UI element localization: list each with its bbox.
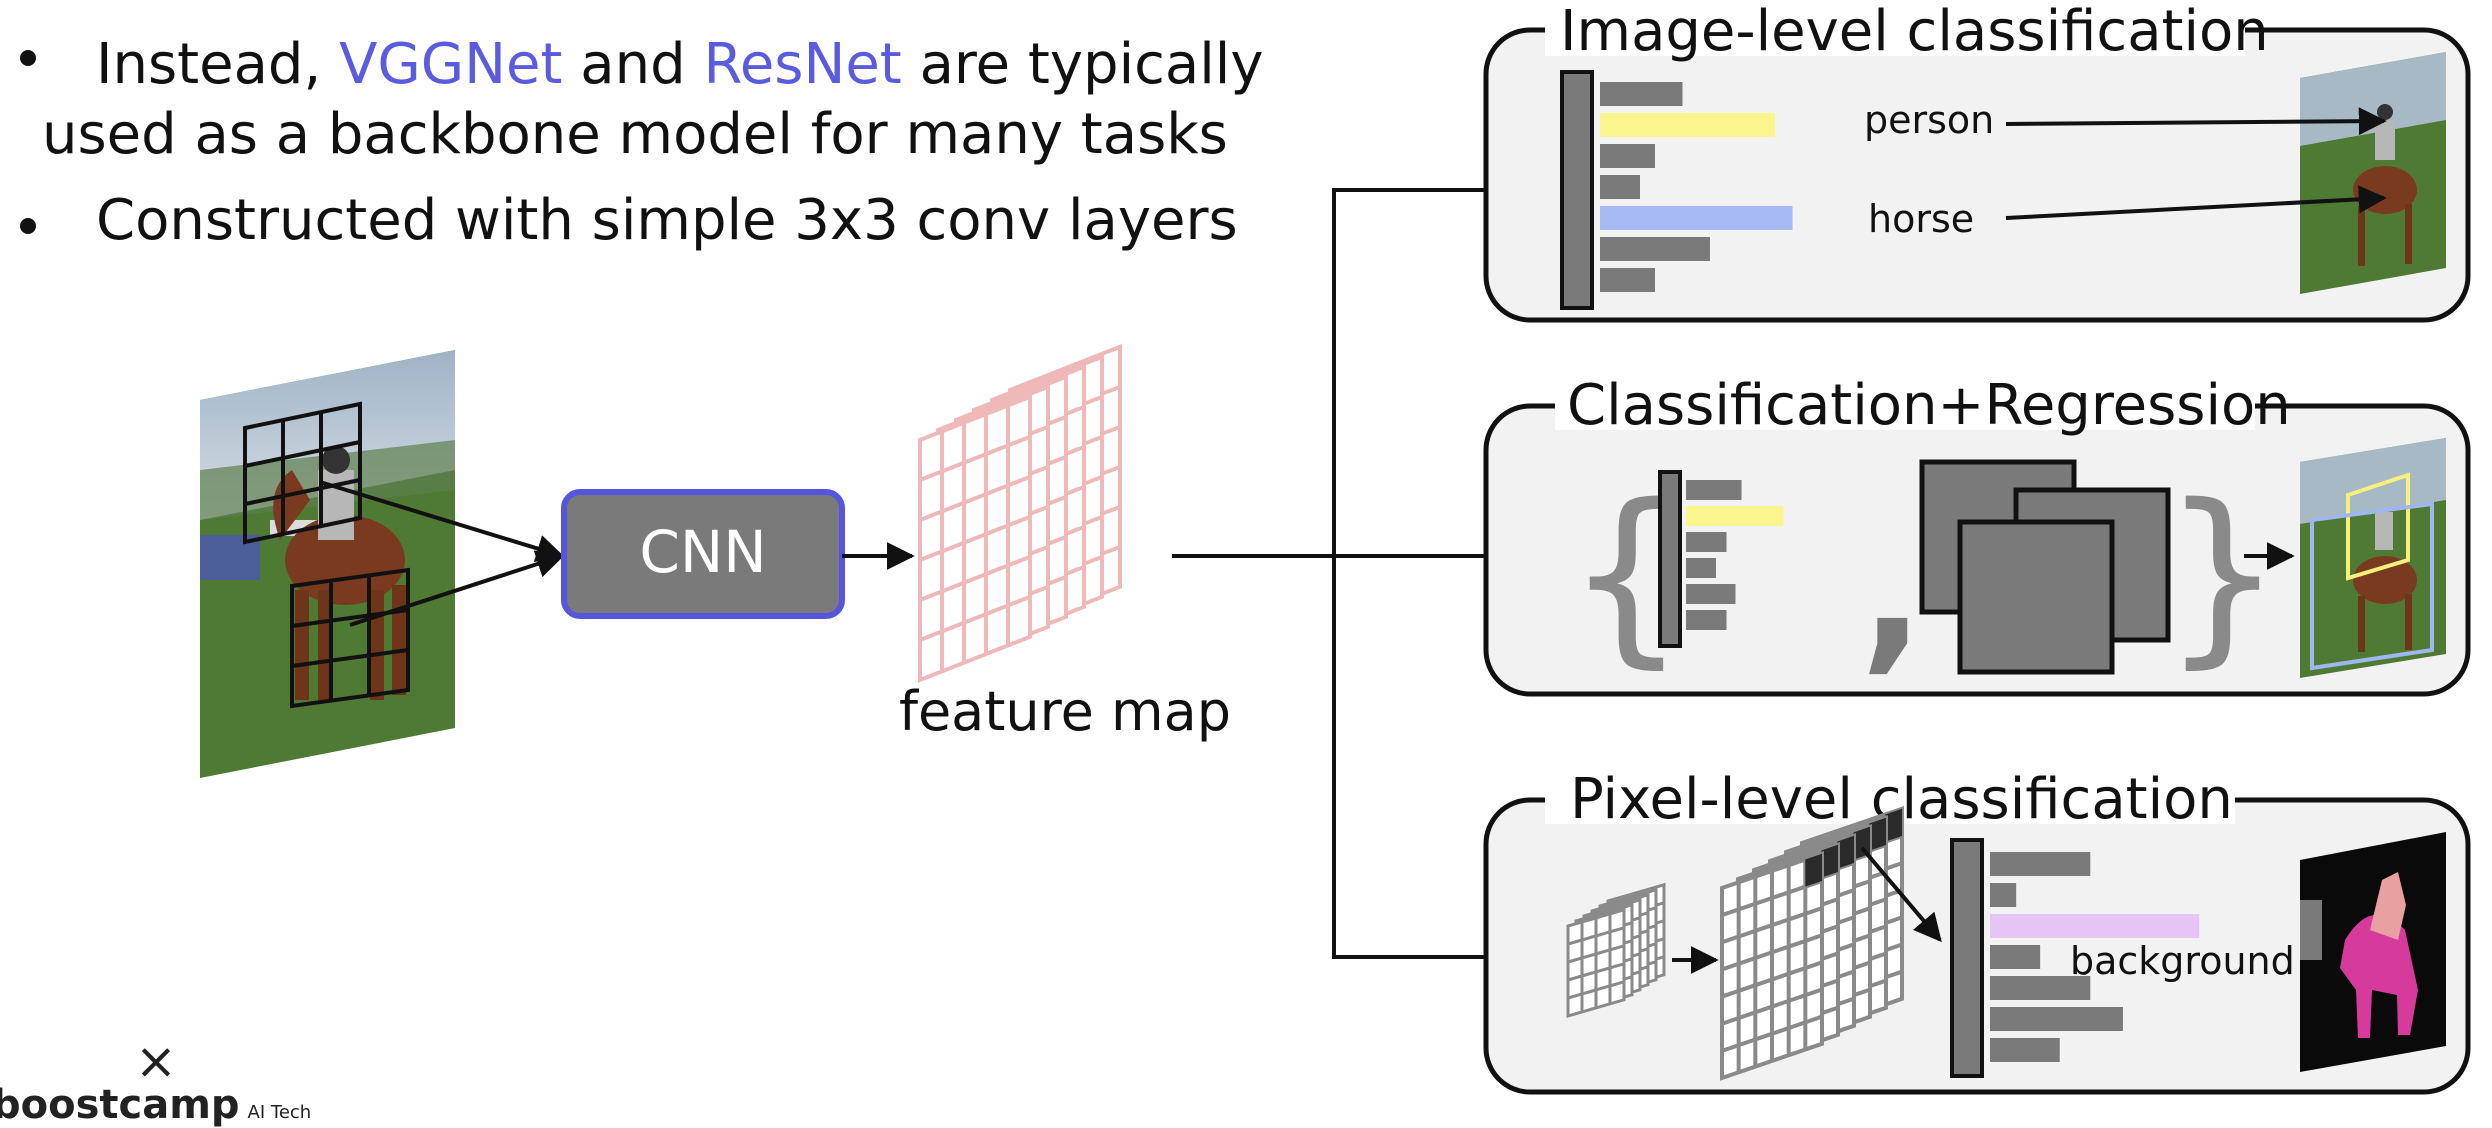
panel-image-level-title: Image-level classification — [1560, 0, 2269, 64]
segmentation-mask — [2300, 832, 2446, 1072]
input-photo — [200, 350, 455, 778]
large-volume-sheet-dark-cell — [1821, 844, 1838, 878]
arrow-person-to-photo — [2005, 107, 2387, 136]
feature-map-stack — [918, 343, 1122, 683]
vggnet-term: VGGNet — [339, 32, 563, 97]
pixel-level-bar-5 — [1990, 976, 2091, 1000]
image-level-bar-3 — [1600, 144, 1655, 168]
bullet-1-text-b: and — [562, 32, 704, 97]
large-volume-sheet-dark-cell — [1869, 817, 1886, 851]
pixel-level-bar-1 — [1990, 852, 2091, 876]
pixel-level-bar-3 — [1990, 914, 2200, 938]
cls-reg-bar-4 — [1686, 558, 1716, 578]
cls-reg-photo — [2300, 438, 2446, 678]
large-volume-row-line — [1721, 960, 1823, 999]
label-horse: horse — [1868, 197, 1974, 241]
large-volume-row-line — [1721, 906, 1823, 945]
pixel-level-small-volume — [1566, 882, 1666, 1018]
arrow-grid-bottom-to-cnn — [349, 550, 565, 627]
cls-reg-bar-3 — [1686, 532, 1727, 552]
image-level-bar-4 — [1600, 175, 1640, 199]
large-volume-row-line — [1721, 933, 1823, 972]
image-level-bar-7 — [1600, 268, 1655, 292]
bullet-1-line-1: Instead, VGGNet and ResNet are typically — [96, 30, 1264, 100]
pixel-level-score-bars — [1990, 852, 2200, 1062]
image-level-score-bars — [1600, 82, 1793, 292]
grid-top — [243, 401, 362, 545]
pixel-level-bar-7 — [1990, 1038, 2060, 1062]
bbox-regression-maps — [1919, 459, 2171, 675]
bullet-1-text-a: Instead, — [96, 32, 340, 97]
feature-map-row-line — [919, 554, 1031, 602]
feature-map-label: feature map — [899, 680, 1231, 743]
cls-reg-bar-6 — [1686, 610, 1727, 630]
small-volume-row-line — [1567, 926, 1625, 946]
pixel-level-bar-2 — [1990, 883, 2017, 907]
cls-reg-bar-1 — [1686, 480, 1742, 500]
label-person: person — [1864, 98, 1994, 142]
image-level-bar-5 — [1600, 206, 1793, 230]
pixel-level-bar-4 — [1990, 945, 2041, 969]
small-volume-row-line — [1567, 944, 1625, 964]
image-level-bar-2 — [1600, 113, 1775, 137]
feature-map-row-line — [919, 434, 1031, 482]
boostcamp-logo: boostcamp AI Tech — [0, 1082, 311, 1128]
bullet-1-text-c: are typically — [901, 32, 1264, 97]
large-volume-row-line — [1721, 1014, 1823, 1053]
comma: , — [1860, 493, 1925, 691]
arrow-volume-to-vector — [1860, 846, 1942, 943]
small-volume-row-line — [1567, 980, 1625, 1000]
cls-reg-score-bars — [1686, 480, 1784, 630]
small-volume-row-line — [1567, 962, 1625, 982]
label-background: background — [2070, 939, 2295, 983]
logo-close-mark: × — [135, 1032, 177, 1090]
image-level-bar-6 — [1600, 237, 1710, 261]
large-volume-sheet-dark-cell — [1885, 808, 1902, 842]
panel-cls-reg-title: Classification+Regression — [1567, 373, 2291, 438]
grid-bottom — [290, 567, 410, 709]
bullet-2: Constructed with simple 3x3 conv layers — [96, 188, 1238, 253]
image-level-feature-vector — [1560, 70, 1594, 310]
cls-reg-feature-vector — [1658, 470, 1682, 648]
right-brace: } — [2162, 464, 2283, 685]
large-volume-sheet-6 — [1720, 851, 1824, 1081]
pixel-level-feature-vector — [1950, 838, 1984, 1078]
feature-map-row-line — [919, 474, 1031, 522]
image-level-photo — [2300, 52, 2446, 294]
cls-reg-bar-5 — [1686, 584, 1736, 604]
bullet-1-line-2: used as a backbone model for many tasks — [42, 102, 1228, 167]
panel-image-level-title-bg — [1545, 10, 2245, 56]
arrow-horse-to-photo — [2005, 185, 2387, 220]
logo-sub: AI Tech — [247, 1102, 312, 1123]
cnn-label: CNN — [639, 518, 766, 586]
bullet-dot-1 — [20, 50, 36, 66]
feature-map-sheet-6 — [918, 393, 1032, 683]
feature-map-row-line — [919, 514, 1031, 562]
large-volume-row-line — [1721, 987, 1823, 1026]
image-level-bar-1 — [1600, 82, 1683, 106]
bullet-dot-2 — [20, 218, 36, 234]
cls-reg-bar-2 — [1686, 506, 1784, 526]
resnet-term: ResNet — [703, 32, 902, 97]
logo-text: boostcamp — [0, 1082, 240, 1128]
pixel-level-large-volume — [1720, 806, 1904, 1081]
small-volume-sheet-6 — [1566, 907, 1626, 1018]
large-volume-sheet-dark-cell — [1837, 835, 1854, 869]
pixel-level-bar-6 — [1990, 1007, 2123, 1031]
panel-cls-reg-title-bg — [1555, 384, 2255, 430]
arrow-grid-top-to-cnn — [319, 480, 565, 563]
feature-map-row-line — [919, 594, 1031, 642]
large-volume-sheet-dark-cell — [1805, 853, 1822, 887]
